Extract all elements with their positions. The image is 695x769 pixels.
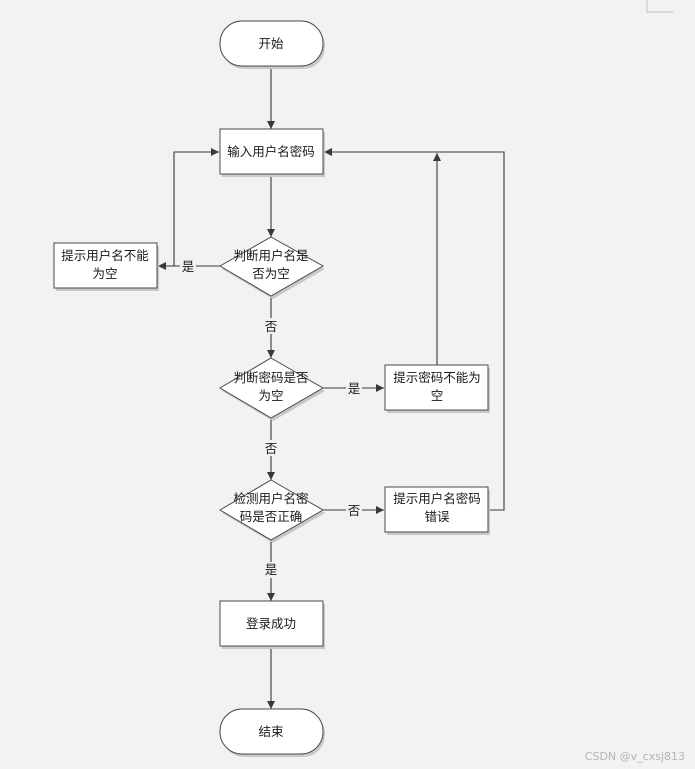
node-check-user-line2: 否为空	[252, 266, 290, 281]
label-match-no: 否	[348, 503, 361, 518]
edge-wrong-return	[324, 148, 505, 511]
node-wrong-line2: 错误	[424, 509, 450, 524]
node-success-label: 登录成功	[246, 616, 296, 631]
label-pwd-yes: 是	[348, 381, 361, 396]
node-success: 登录成功	[219, 600, 325, 649]
node-pwd-empty-line1: 提示密码不能为	[393, 370, 481, 385]
edge-labels: 是 否 是 否 否 是	[180, 258, 362, 578]
node-start: 开始	[219, 20, 325, 69]
node-check-match: 检测用户名密 码是否正确	[219, 479, 325, 543]
node-check-user: 判断用户名是 否为空	[219, 236, 325, 299]
node-end-label: 结束	[258, 724, 284, 739]
node-user-empty-line2: 为空	[92, 266, 117, 281]
label-match-yes: 是	[265, 562, 278, 577]
node-input: 输入用户名密码	[219, 128, 325, 177]
label-pwd-no: 否	[265, 441, 278, 456]
edge-usererror-return	[173, 148, 219, 266]
node-end: 结束	[219, 708, 325, 757]
watermark-text: CSDN @v_cxsj813	[585, 750, 685, 763]
node-wrong: 提示用户名密码 错误	[384, 486, 490, 535]
node-user-empty-line1: 提示用户名不能	[61, 248, 149, 263]
node-pwd-empty-line2: 空	[431, 388, 444, 403]
node-start-label: 开始	[258, 36, 284, 51]
node-pwd-empty: 提示密码不能为 空	[384, 364, 490, 413]
node-check-user-line1: 判断用户名是	[233, 248, 309, 263]
node-check-match-line1: 检测用户名密	[233, 491, 308, 506]
node-check-pwd: 判断密码是否 为空	[219, 357, 325, 421]
label-user-yes: 是	[182, 259, 195, 274]
node-input-label: 输入用户名密码	[227, 144, 315, 159]
node-user-empty: 提示用户名不能 为空	[53, 242, 159, 291]
node-wrong-line1: 提示用户名密码	[393, 491, 481, 506]
node-check-pwd-line2: 为空	[258, 388, 283, 403]
page-corner-mark	[646, 0, 673, 13]
node-check-match-line2: 码是否正确	[240, 509, 303, 524]
node-check-pwd-line1: 判断密码是否	[233, 370, 308, 385]
label-user-no: 否	[265, 319, 278, 334]
